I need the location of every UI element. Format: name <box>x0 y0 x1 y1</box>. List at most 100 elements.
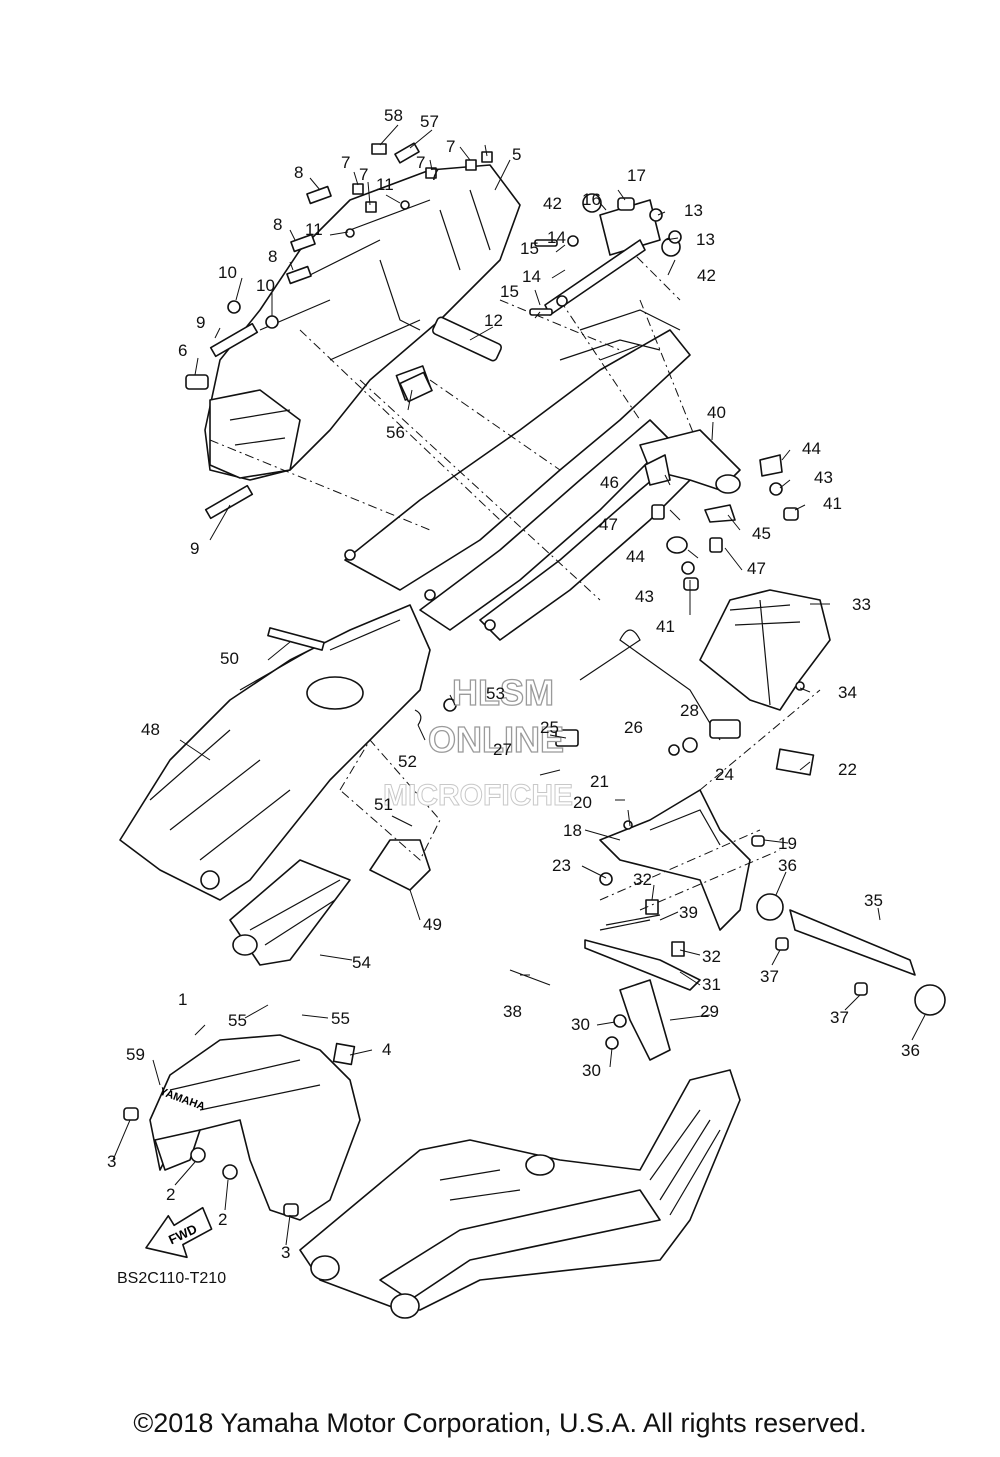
callout-47[interactable]: 47 <box>599 515 618 534</box>
diagram-code: BS2C110-T210 <box>117 1270 226 1287</box>
callout-11[interactable]: 11 <box>376 175 394 194</box>
callout-31[interactable]: 31 <box>702 975 721 994</box>
callout-36[interactable]: 36 <box>901 1041 920 1060</box>
callout-7[interactable]: 7 <box>430 165 439 184</box>
callout-45[interactable]: 45 <box>752 524 771 543</box>
callout-11[interactable]: 11 <box>305 220 323 239</box>
callout-55[interactable]: 55 <box>228 1011 247 1030</box>
callout-21[interactable]: 21 <box>590 772 609 791</box>
callout-32[interactable]: 32 <box>702 947 721 966</box>
callout-14[interactable]: 14 <box>547 228 566 247</box>
callout-10[interactable]: 10 <box>218 263 237 282</box>
callout-19[interactable]: 19 <box>778 834 797 853</box>
callout-37[interactable]: 37 <box>830 1008 849 1027</box>
callout-54[interactable]: 54 <box>352 953 371 972</box>
callout-16[interactable]: 16 <box>582 190 601 209</box>
svg-text:MICROFICHE: MICROFICHE <box>383 779 573 812</box>
callout-22[interactable]: 22 <box>838 760 857 779</box>
callout-25[interactable]: 25 <box>540 718 559 737</box>
callout-30[interactable]: 30 <box>571 1015 590 1034</box>
callout-7[interactable]: 7 <box>446 137 455 156</box>
callout-18[interactable]: 18 <box>563 821 582 840</box>
lamp-bracket <box>339 698 457 891</box>
callout-7[interactable]: 7 <box>341 153 350 172</box>
callout-6[interactable]: 6 <box>178 341 187 360</box>
callout-20[interactable]: 20 <box>573 793 592 812</box>
callout-13[interactable]: 13 <box>696 230 715 249</box>
tail-undertray <box>204 164 521 481</box>
forward-arrow: FWD <box>145 1206 213 1259</box>
callout-29[interactable]: 29 <box>700 1002 719 1021</box>
callout-58[interactable]: 58 <box>384 106 403 125</box>
callout-8[interactable]: 8 <box>294 163 303 182</box>
callout-44[interactable]: 44 <box>626 547 645 566</box>
callout-38[interactable]: 38 <box>503 1002 522 1021</box>
callout-15[interactable]: 15 <box>520 239 539 258</box>
callout-9[interactable]: 9 <box>190 539 199 558</box>
callout-36[interactable]: 36 <box>778 856 797 875</box>
callout-2[interactable]: 2 <box>166 1185 175 1204</box>
license-bracket <box>509 689 946 1061</box>
seat-lock <box>555 629 815 776</box>
callout-53[interactable]: 53 <box>486 684 505 703</box>
callout-4[interactable]: 4 <box>382 1040 391 1059</box>
callout-37[interactable]: 37 <box>760 967 779 986</box>
callout-28[interactable]: 28 <box>680 701 699 720</box>
callout-30[interactable]: 30 <box>582 1061 601 1080</box>
copyright-notice: ©2018 Yamaha Motor Corporation, U.S.A. A… <box>133 1408 867 1438</box>
callout-44[interactable]: 44 <box>802 439 821 458</box>
callout-52[interactable]: 52 <box>398 752 417 771</box>
callout-50[interactable]: 50 <box>220 649 239 668</box>
callout-3[interactable]: 3 <box>107 1152 116 1171</box>
callout-1[interactable]: 1 <box>178 990 187 1009</box>
svg-text:ONLINE: ONLINE <box>428 719 564 760</box>
callout-9[interactable]: 9 <box>196 313 205 332</box>
callout-59[interactable]: 59 <box>126 1045 145 1064</box>
callout-34[interactable]: 34 <box>838 683 857 702</box>
callout-8[interactable]: 8 <box>273 215 282 234</box>
callout-40[interactable]: 40 <box>707 403 726 422</box>
callout-7[interactable]: 7 <box>359 165 368 184</box>
callout-35[interactable]: 35 <box>864 891 883 910</box>
callout-24[interactable]: 24 <box>715 765 734 784</box>
callout-46[interactable]: 46 <box>600 473 619 492</box>
callout-56[interactable]: 56 <box>386 423 405 442</box>
callout-13[interactable]: 13 <box>684 201 703 220</box>
callout-15[interactable]: 15 <box>500 282 519 301</box>
callout-33[interactable]: 33 <box>852 595 871 614</box>
callout-10[interactable]: 10 <box>256 276 275 295</box>
callout-3[interactable]: 3 <box>281 1243 290 1262</box>
callout-42[interactable]: 42 <box>543 194 562 213</box>
callout-27[interactable]: 27 <box>493 740 512 759</box>
rear-frame <box>209 229 716 641</box>
callout-14[interactable]: 14 <box>522 267 541 286</box>
svg-text:HLSM: HLSM <box>452 672 554 713</box>
callout-2[interactable]: 2 <box>218 1210 227 1229</box>
callout-41[interactable]: 41 <box>823 494 842 513</box>
callout-55[interactable]: 55 <box>331 1009 350 1028</box>
callout-49[interactable]: 49 <box>423 915 442 934</box>
callout-47[interactable]: 47 <box>747 559 766 578</box>
callout-57[interactable]: 57 <box>420 112 439 131</box>
callout-23[interactable]: 23 <box>552 856 571 875</box>
callout-26[interactable]: 26 <box>624 718 643 737</box>
callout-48[interactable]: 48 <box>141 720 160 739</box>
leader-lines <box>112 124 926 1246</box>
callout-51[interactable]: 51 <box>374 795 393 814</box>
callout-43[interactable]: 43 <box>814 468 833 487</box>
callout-8[interactable]: 8 <box>268 247 277 266</box>
callout-39[interactable]: 39 <box>679 903 698 922</box>
callout-42[interactable]: 42 <box>697 266 716 285</box>
callout-32[interactable]: 32 <box>633 870 652 889</box>
watermark: HLSM ONLINE MICROFICHE <box>383 671 574 812</box>
callout-43[interactable]: 43 <box>635 587 654 606</box>
callout-5[interactable]: 5 <box>512 145 521 164</box>
swingarm <box>299 1069 741 1319</box>
callout-12[interactable]: 12 <box>484 311 503 330</box>
callout-17[interactable]: 17 <box>627 166 646 185</box>
rear-cover <box>699 589 831 711</box>
callout-7[interactable]: 7 <box>416 153 425 172</box>
rear-fender <box>119 604 431 966</box>
callout-41[interactable]: 41 <box>656 617 675 636</box>
